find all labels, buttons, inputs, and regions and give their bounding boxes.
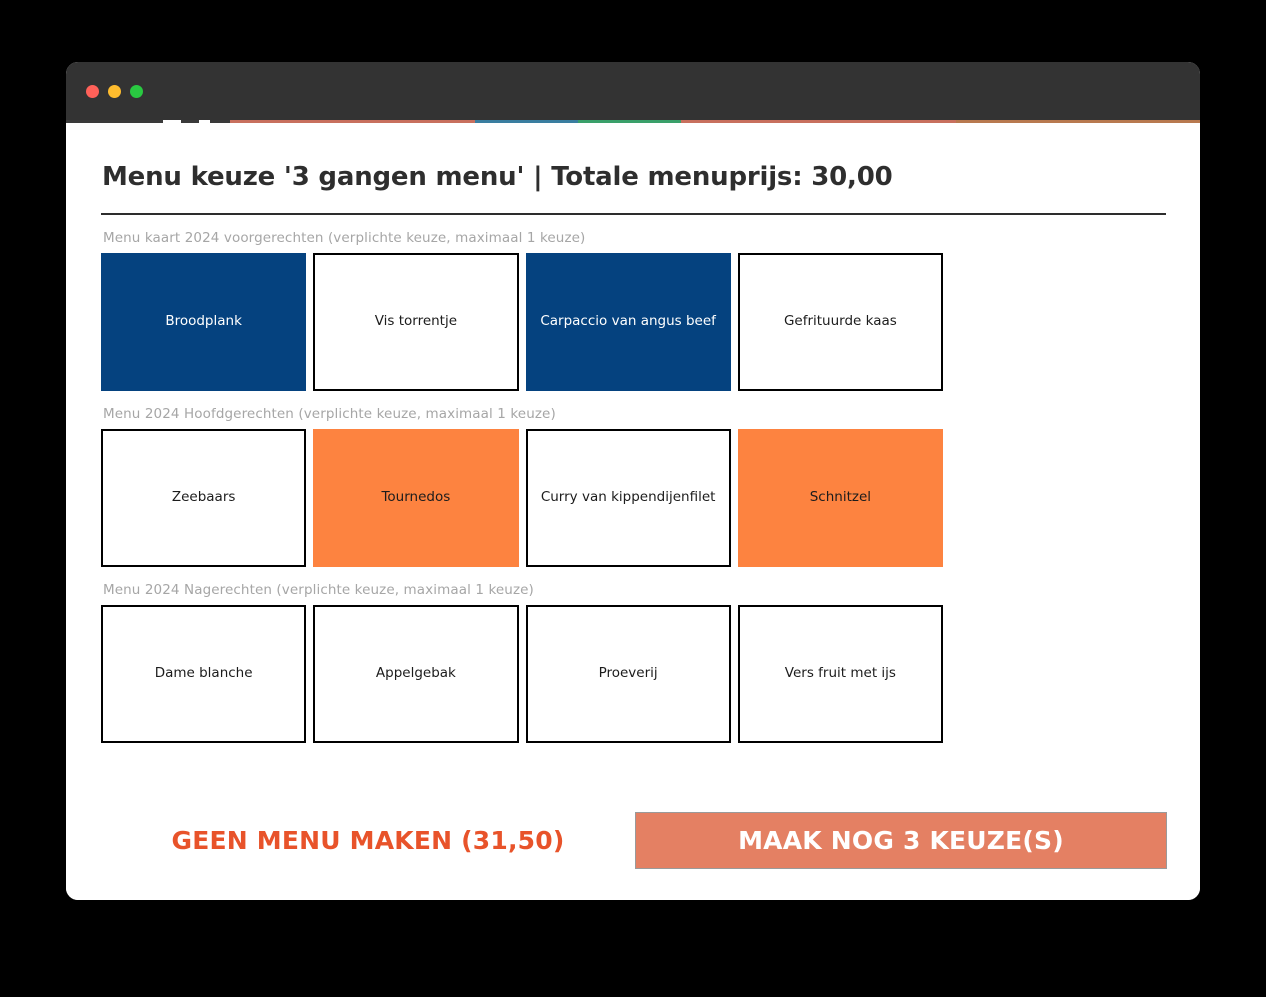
menu-option-card[interactable]: Vis torrentje <box>313 253 519 391</box>
menu-option-card[interactable]: Broodplank <box>101 253 307 391</box>
page-viewport: Menu keuze '3 gangen menu' | Totale menu… <box>66 120 1200 900</box>
confirm-choices-button[interactable]: MAAK NOG 3 KEUZE(S) <box>635 812 1167 869</box>
menu-option-card[interactable]: Curry van kippendijenfilet <box>525 429 731 567</box>
section-label-voorgerechten: Menu kaart 2024 voorgerechten (verplicht… <box>103 230 586 246</box>
minimize-window-button[interactable] <box>108 84 121 98</box>
menu-option-card[interactable]: Proeverij <box>525 605 731 743</box>
browser-window: Menu keuze '3 gangen menu' | Totale menu… <box>66 62 1200 900</box>
peek-segment-9 <box>956 120 1200 123</box>
menu-section-nagerechten: Menu 2024 Nagerechten (verplichte keuze,… <box>101 567 1165 743</box>
close-window-button[interactable] <box>86 84 99 98</box>
menu-option-card[interactable]: Vers fruit met ijs <box>737 605 943 743</box>
peek-segment-3 <box>199 120 210 123</box>
menu-section-hoofdgerechten: Menu 2024 Hoofdgerechten (verplichte keu… <box>101 391 1165 567</box>
page-title: Menu keuze '3 gangen menu' | Totale menu… <box>102 162 893 192</box>
skip-menu-button[interactable]: GEEN MENU MAKEN (31,50) <box>101 814 635 867</box>
menu-sections: Menu kaart 2024 voorgerechten (verplicht… <box>101 215 1165 743</box>
footer-actions: GEEN MENU MAKEN (31,50) MAAK NOG 3 KEUZE… <box>101 812 1167 869</box>
maximize-window-button[interactable] <box>130 84 143 98</box>
peek-segment-8 <box>681 120 956 123</box>
menu-option-card[interactable]: Schnitzel <box>737 429 943 567</box>
peek-segment-0 <box>66 120 163 123</box>
section-label-hoofdgerechten: Menu 2024 Hoofdgerechten (verplichte keu… <box>103 406 556 422</box>
menu-option-card[interactable]: Tournedos <box>313 429 519 567</box>
menu-option-card[interactable]: Gefrituurde kaas <box>737 253 943 391</box>
window-titlebar[interactable] <box>66 62 1200 120</box>
title-divider <box>101 213 1166 215</box>
peek-segment-1 <box>163 120 181 123</box>
menu-option-card[interactable]: Carpaccio van angus beef <box>525 253 731 391</box>
peek-segment-2 <box>181 120 199 123</box>
menu-section-voorgerechten: Menu kaart 2024 voorgerechten (verplicht… <box>101 215 1165 391</box>
section-label-nagerechten: Menu 2024 Nagerechten (verplichte keuze,… <box>103 582 534 598</box>
menu-option-card[interactable]: Appelgebak <box>313 605 519 743</box>
peek-segment-4 <box>210 120 230 123</box>
hidden-content-sliver <box>66 120 1200 123</box>
menu-option-card[interactable]: Zeebaars <box>101 429 307 567</box>
menu-option-card[interactable]: Dame blanche <box>101 605 307 743</box>
peek-segment-6 <box>475 120 578 123</box>
peek-segment-5 <box>230 120 475 123</box>
peek-segment-7 <box>578 120 681 123</box>
